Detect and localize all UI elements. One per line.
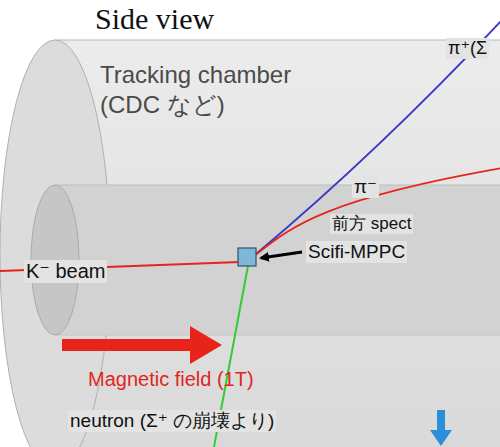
- field-arrow: [62, 326, 222, 364]
- pointer-arrow: [261, 252, 302, 258]
- diagram-title: Side view: [95, 2, 214, 37]
- neutron-label: neutron (Σ⁺ の崩壊より): [68, 410, 276, 432]
- beam-label: K⁻ beam: [24, 260, 107, 283]
- direction-arrow: [430, 410, 452, 446]
- spectrometer-label: 前方 spect: [330, 214, 413, 234]
- track-label: π⁻: [352, 176, 379, 198]
- scifi-target: [238, 248, 256, 266]
- field-label: Magnetic field (1T): [88, 368, 254, 391]
- chamber-label: Tracking chamber (CDC など): [100, 60, 320, 120]
- pi-plus-track: [256, 20, 500, 254]
- track-label: π⁺(Σ: [446, 38, 489, 59]
- detector-label: Scifi-MPPC: [306, 241, 407, 263]
